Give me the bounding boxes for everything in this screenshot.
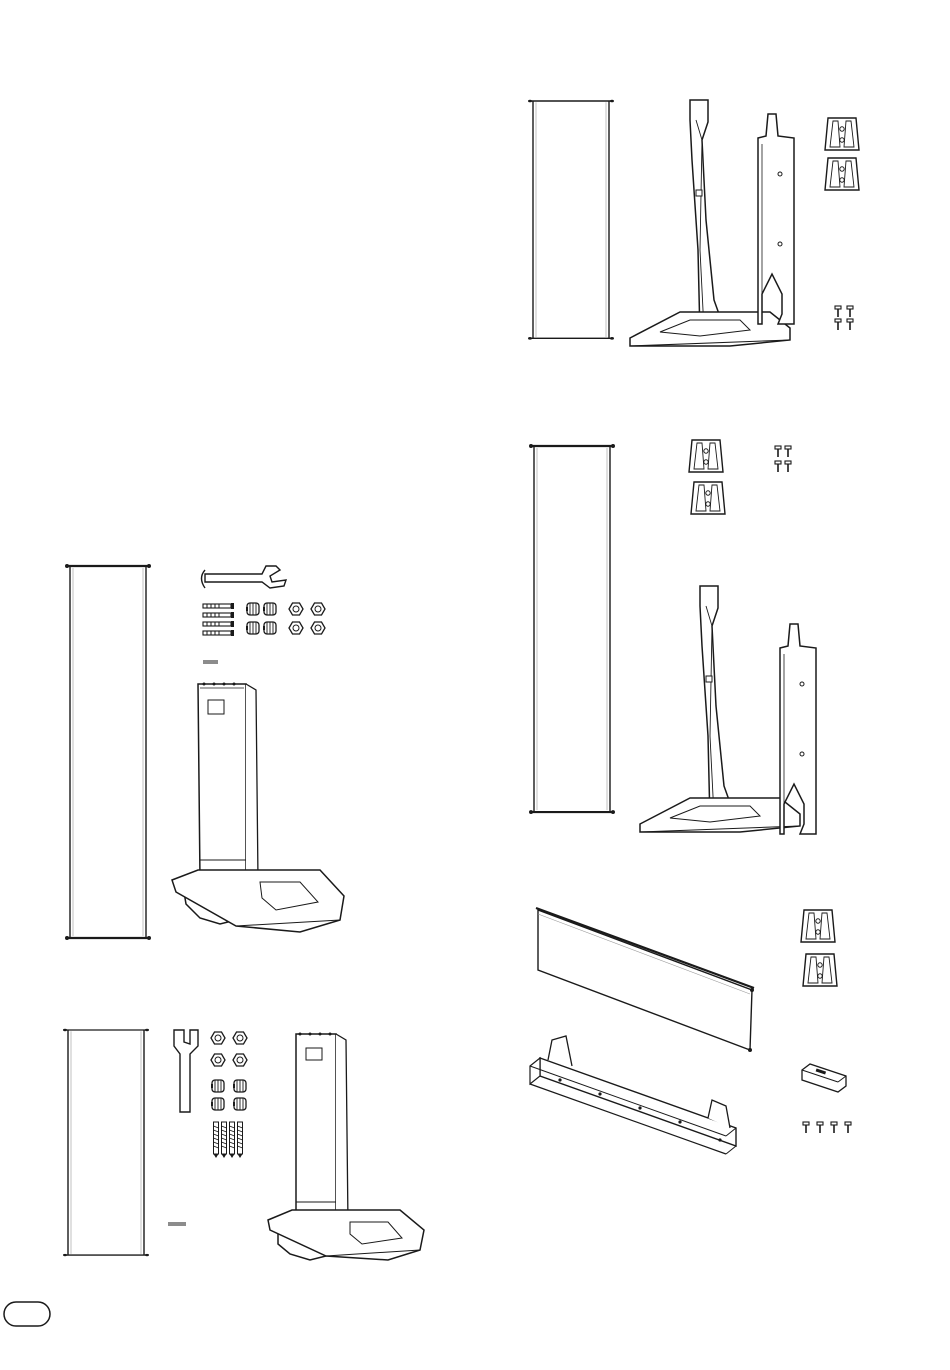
panel-a: [65, 564, 344, 940]
wrench-icon: [174, 1030, 198, 1112]
front-panel-board: [536, 908, 754, 1052]
panel-board: [529, 444, 615, 814]
panel-d: [529, 440, 816, 834]
panel-c: [528, 100, 859, 346]
cam-nut-icon: [211, 1080, 246, 1110]
bracket-plate-icon: [758, 114, 794, 324]
mounting-bracket-icon: [801, 910, 837, 986]
wrench-icon: [202, 566, 287, 588]
crossbar-icon: [530, 1036, 736, 1154]
side-post-icon: [640, 586, 800, 832]
screw-icon: [835, 306, 853, 330]
panel-board: [528, 100, 614, 340]
cam-bolt-icon: [203, 603, 234, 636]
cam-nut-icon: [246, 603, 276, 634]
panel-board: [65, 564, 151, 940]
screw-icon: [803, 1122, 851, 1133]
hex-nut-icon: [289, 603, 325, 634]
bracket-plate-icon: [780, 624, 816, 834]
mounting-bracket-icon: [825, 118, 859, 190]
mounting-bracket-icon: [689, 440, 725, 514]
stand-leg-icon: [172, 683, 344, 933]
hex-nut-icon: [211, 1032, 247, 1066]
clip-icon: [802, 1064, 846, 1092]
screw-icon: [775, 446, 791, 472]
cam-bolt-icon: [214, 1122, 243, 1158]
panel-e: [530, 908, 851, 1154]
language-badge: [4, 1302, 50, 1326]
panel-b: [63, 1029, 424, 1260]
panel-board: [63, 1029, 149, 1256]
stand-leg-icon: [268, 1033, 424, 1261]
